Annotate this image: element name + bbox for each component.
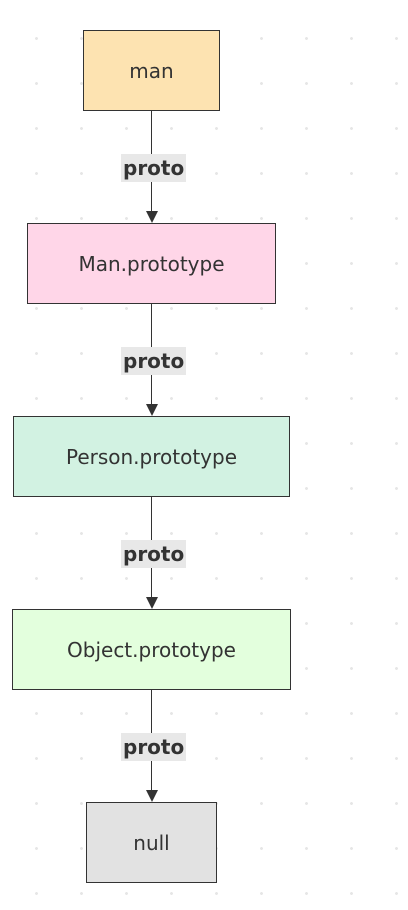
edge-label-proto: proto [121,540,187,568]
node-label: Person.prototype [65,444,238,469]
node-label: Object.prototype [67,637,236,662]
node-label: Man.prototype [78,251,225,276]
edge-label-proto: proto [121,733,187,761]
arrowhead-icon [145,211,158,223]
node-man[interactable]: man [83,30,220,111]
arrowhead-icon [145,597,158,609]
node-object-prototype[interactable]: Object.prototype [12,609,291,690]
node-person-prototype[interactable]: Person.prototype [13,416,290,497]
edge-label-proto: proto [121,154,187,182]
arrowhead-icon [145,404,158,416]
edge-label-proto: proto [121,347,187,375]
arrowhead-icon [145,790,158,802]
node-label: man [129,58,174,83]
node-label: null [133,830,170,855]
node-null[interactable]: null [86,802,217,883]
node-man-prototype[interactable]: Man.prototype [27,223,276,304]
